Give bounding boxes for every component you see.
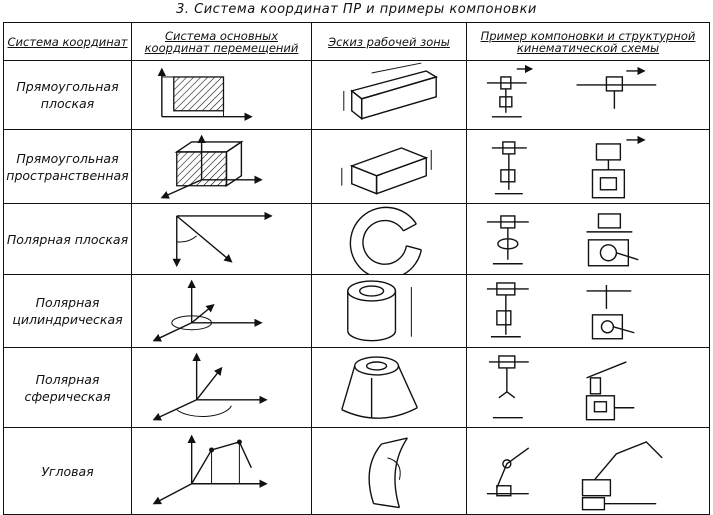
kinematic-scheme — [466, 203, 710, 276]
coordinate-systems-table: Система координат Система основных коорд… — [3, 22, 710, 515]
table-row: Полярная плоская — [3, 203, 710, 276]
coordinate-diagram — [131, 128, 312, 205]
header-work-zone: Эскиз рабочей зоны — [311, 22, 467, 61]
table-row: Прямоугольная пространственная — [3, 128, 710, 205]
coordinate-diagram — [131, 346, 312, 429]
coordinate-diagram — [131, 274, 312, 348]
table-row: Полярная сферическая — [3, 346, 710, 429]
work-zone-sketch — [311, 128, 467, 205]
work-zone-sketch — [311, 427, 467, 515]
work-zone-sketch — [311, 274, 467, 348]
kinematic-scheme — [466, 274, 710, 348]
row-label: Прямоугольная пространственная — [3, 128, 132, 205]
table-row: Полярная цилиндрическая — [3, 274, 710, 348]
coordinate-diagram — [131, 203, 312, 276]
row-label: Полярная сферическая — [3, 346, 132, 429]
table-row: Угловая — [3, 427, 710, 515]
kinematic-scheme — [466, 60, 710, 130]
header-coordinates: Система основных координат перемещений — [131, 22, 312, 61]
coordinate-diagram — [131, 427, 312, 515]
kinematic-scheme — [466, 346, 710, 429]
header-row: Система координат Система основных коорд… — [3, 22, 710, 61]
work-zone-sketch — [311, 60, 467, 130]
table-row: Прямоугольная плоская — [3, 60, 710, 130]
coordinate-diagram — [131, 60, 312, 130]
work-zone-sketch — [311, 203, 467, 276]
header-layout-example: Пример компоновки и структурной кинемати… — [466, 22, 710, 61]
row-label: Угловая — [3, 427, 132, 515]
header-system: Система координат — [3, 22, 132, 61]
table-title: 3. Система координат ПР и примеры компон… — [176, 2, 537, 17]
row-label: Прямоугольная плоская — [3, 60, 132, 130]
kinematic-scheme — [466, 128, 710, 205]
kinematic-scheme — [466, 427, 710, 515]
row-label: Полярная цилиндрическая — [3, 274, 132, 348]
work-zone-sketch — [311, 346, 467, 429]
row-label: Полярная плоская — [3, 203, 132, 276]
